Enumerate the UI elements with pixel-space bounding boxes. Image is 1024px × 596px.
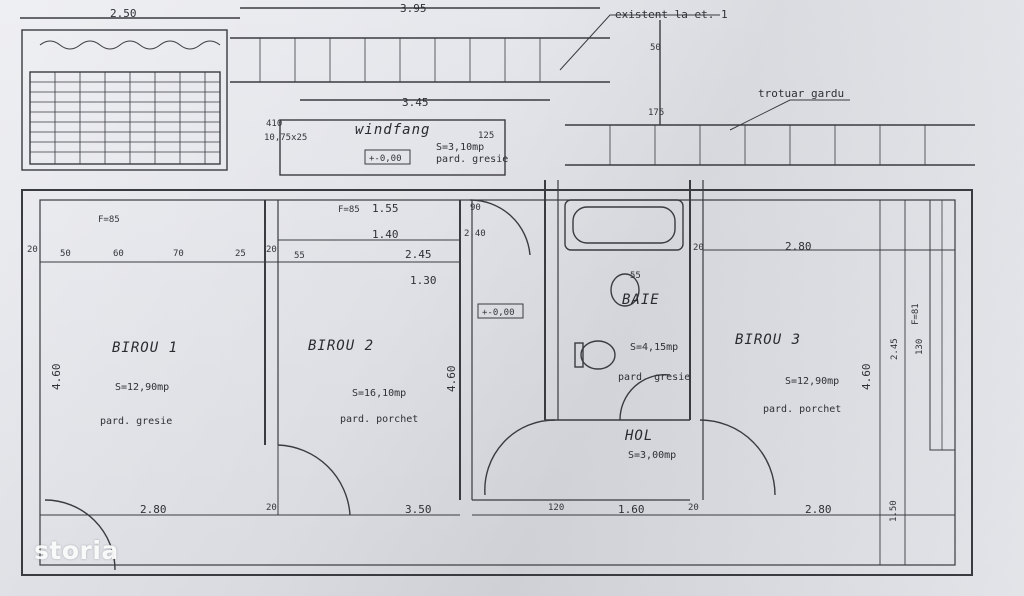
dim-120a: 120 xyxy=(548,503,564,513)
dim-460a: 4.60 xyxy=(50,364,63,391)
dim-240: 2.40 xyxy=(464,229,486,239)
dim-280a: 2.80 xyxy=(785,240,812,253)
dim-175: 175 xyxy=(648,108,664,118)
dim-160: 1.60 xyxy=(618,503,645,516)
bathtub-basin xyxy=(572,206,676,244)
dim-top-250: 2.50 xyxy=(110,7,137,20)
door-swing-birou2 xyxy=(277,444,351,516)
dim-280c: 2.80 xyxy=(805,503,832,516)
note-trotuar: trotuar gardu xyxy=(758,87,844,100)
level-hol: +-0,00 xyxy=(482,308,515,318)
dim-f81: F=81 xyxy=(911,303,921,325)
room-area-baie: S=4,15mp xyxy=(630,342,678,353)
level-marker-box xyxy=(364,149,411,165)
room-area-birou1: S=12,90mp xyxy=(115,382,169,393)
room-floor-birou2: pard. porchet xyxy=(340,414,418,425)
room-area-hol: S=3,00mp xyxy=(628,450,676,461)
dim-25: 25 xyxy=(235,249,246,259)
dim-140: 1.40 xyxy=(372,228,399,241)
dim-155: 1.55 xyxy=(372,202,399,215)
level-marker-box xyxy=(477,303,524,319)
room-floor-baie: pard. gresie xyxy=(618,372,690,383)
dim-50: 50 xyxy=(650,43,661,53)
dim-top-395: 3.95 xyxy=(400,2,427,15)
dim-280b: 2.80 xyxy=(140,503,167,516)
room-name-baie: BAIE xyxy=(622,292,660,308)
windfang-outline xyxy=(279,119,506,176)
sink xyxy=(610,273,640,307)
window-frame xyxy=(929,199,956,451)
dim-345: 3.45 xyxy=(402,96,429,109)
paving-hatch xyxy=(54,72,206,164)
toilet xyxy=(580,340,616,370)
bathtub xyxy=(564,199,684,251)
dim-245: 2.45 xyxy=(405,248,432,261)
dim-20e: 20 xyxy=(688,503,699,513)
dim-f85b: F=85 xyxy=(338,205,360,215)
outer-wall xyxy=(21,189,973,576)
room-name-birou1: BIROU 1 xyxy=(112,340,178,356)
door-swing-hol-right xyxy=(699,419,776,496)
dim-460c: 4.60 xyxy=(860,364,873,391)
room-area-birou2: S=16,10mp xyxy=(352,388,406,399)
room-area-birou3: S=12,90mp xyxy=(785,376,839,387)
room-name-windfang: windfang xyxy=(355,122,430,138)
door-swing-entry xyxy=(469,199,531,256)
level-windfang: +-0,00 xyxy=(369,154,402,164)
toilet-tank xyxy=(574,342,584,368)
dim-20d: 20 xyxy=(266,503,277,513)
opening-1075: 10,75x25 xyxy=(264,133,307,143)
note-existent: existent la et. 1 xyxy=(615,8,728,21)
dim-20b: 20 xyxy=(266,245,277,255)
dim-70: 70 xyxy=(173,249,184,259)
door-swing-baie xyxy=(619,374,671,421)
room-floor-windfang: pard. gresie xyxy=(436,154,508,165)
dim-150: 1.50 xyxy=(889,500,899,522)
room-name-birou3: BIROU 3 xyxy=(735,332,801,348)
dim-20a: 20 xyxy=(27,245,38,255)
dim-125: 125 xyxy=(478,131,494,141)
dim-55: 55 xyxy=(294,251,305,261)
dim-350: 3.50 xyxy=(405,503,432,516)
dim-55b: 55 xyxy=(630,271,641,281)
terrace-block xyxy=(21,29,228,171)
fence-posts xyxy=(259,38,541,82)
sidewalk-joints xyxy=(609,125,926,165)
storia-watermark: storia xyxy=(34,536,119,565)
dim-20c: 20 xyxy=(693,243,704,253)
dim-90: 90 xyxy=(470,203,481,213)
paving-area xyxy=(29,71,221,165)
dim-f85a: F=85 xyxy=(98,215,120,225)
opening-410: 410 xyxy=(266,119,282,129)
dim-50b: 50 xyxy=(60,249,71,259)
leader-line xyxy=(559,14,720,71)
room-floor-birou3: pard. porchet xyxy=(763,404,841,415)
room-area-windfang: S=3,10mp xyxy=(436,142,484,153)
dim-460b: 4.60 xyxy=(445,366,458,393)
dim-60: 60 xyxy=(113,249,124,259)
paving-hatch xyxy=(30,81,220,153)
room-name-birou2: BIROU 2 xyxy=(308,338,374,354)
dim-130v: 130 xyxy=(915,339,925,355)
room-name-hol: HOL xyxy=(624,428,653,444)
door-swing-hol-left xyxy=(484,419,556,496)
hedge-line xyxy=(39,40,221,50)
door-swing-birou1 xyxy=(44,499,116,571)
room-floor-birou1: pard. gresie xyxy=(100,416,172,427)
leader-line xyxy=(729,99,850,131)
dim-130: 1.30 xyxy=(410,274,437,287)
dim-245v: 2.45 xyxy=(890,338,900,360)
